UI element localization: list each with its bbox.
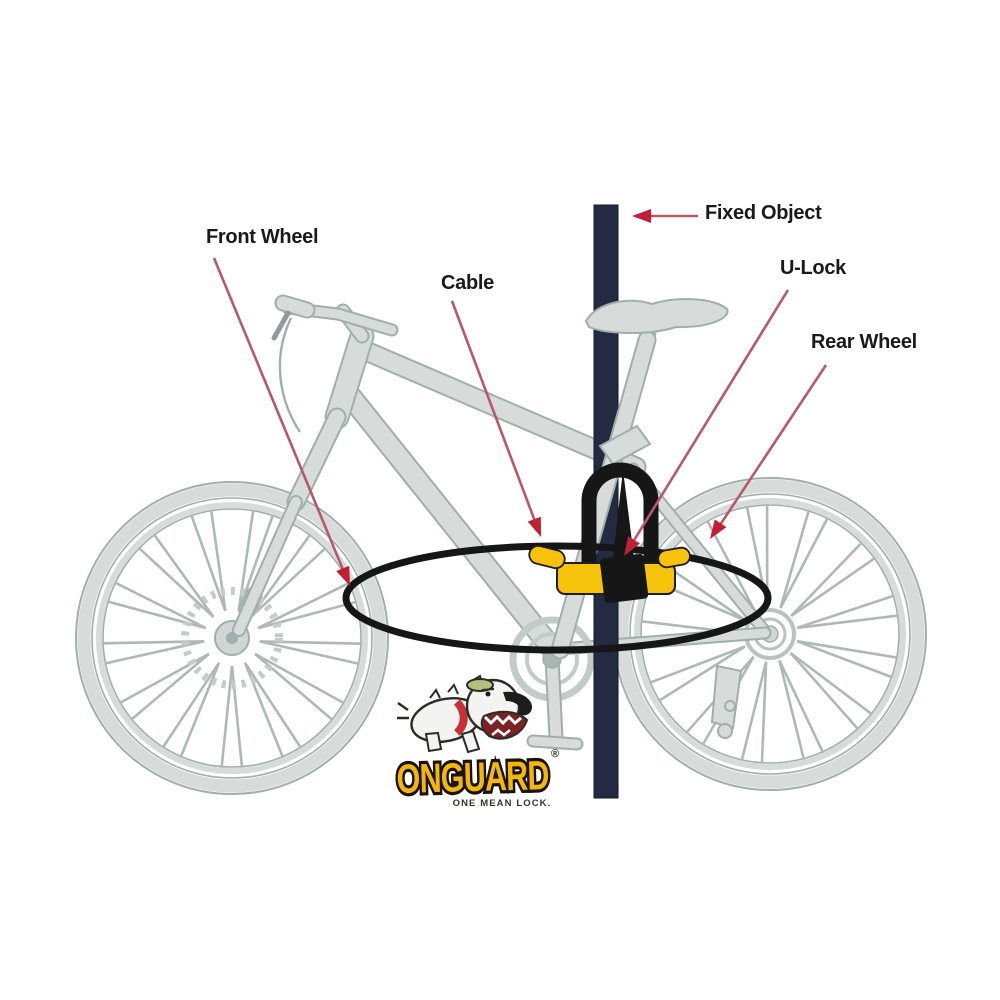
front-disc-rotor	[181, 587, 283, 689]
rear-wheel-arrow	[710, 364, 828, 539]
u-lock	[528, 462, 691, 604]
fixed-object-label: Fixed Object	[705, 202, 822, 224]
cable-end-right	[657, 546, 691, 569]
onguard-logo: ONGUARD ® ONE MEAN LOCK.	[393, 674, 559, 809]
registered-trademark-symbol: ®	[551, 748, 559, 760]
fixed-object-arrow	[632, 209, 698, 223]
bulldog-mascot-icon	[397, 674, 533, 754]
crankset	[509, 616, 595, 751]
saddle	[584, 298, 729, 334]
handlebar	[271, 294, 399, 433]
rear-wheel-label: Rear Wheel	[811, 331, 917, 353]
cable-arrow	[450, 300, 541, 537]
cable-end-left	[528, 544, 566, 570]
u-lock-arrow	[624, 289, 790, 556]
u-lock-mechanism	[599, 553, 649, 604]
security-cable	[342, 542, 772, 654]
onguard-tagline: ONE MEAN LOCK.	[453, 798, 552, 809]
bike-frame	[232, 294, 772, 751]
front-wheel-arrow	[212, 257, 350, 586]
front-wheel	[75, 481, 389, 795]
front-wheel-label: Front Wheel	[206, 226, 319, 248]
u-lock-label: U-Lock	[780, 257, 846, 279]
seat-assembly	[550, 298, 729, 660]
rear-derailleur	[710, 664, 743, 739]
callout-arrows	[212, 209, 828, 586]
brake-lever	[271, 310, 291, 341]
onguard-wordmark: ONGUARD	[396, 752, 549, 802]
suspension-linkage	[598, 424, 652, 466]
cable-label: Cable	[441, 272, 494, 294]
brake-cable	[278, 317, 302, 433]
pedal	[528, 736, 582, 749]
u-lock-shackle	[581, 462, 659, 582]
